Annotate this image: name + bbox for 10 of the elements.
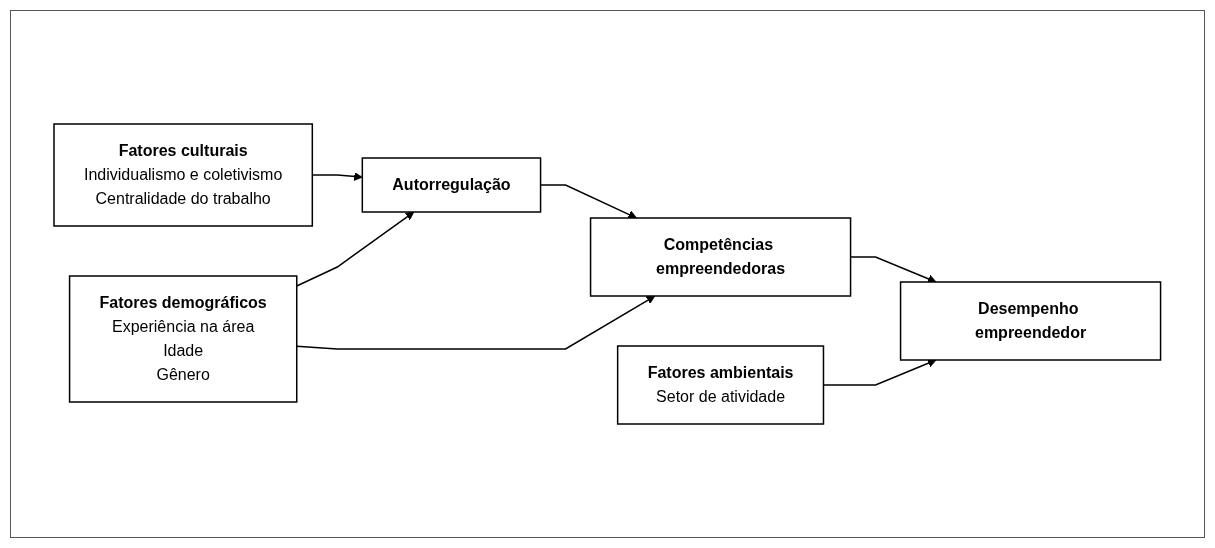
node-box: Fatores demográficos Experiência na área Idade Gênero — [69, 275, 298, 403]
node-box: Fatores culturais Individualismo e coletivismo Centralidade do trabalho — [53, 123, 314, 227]
node-box: Fatores ambientais Setor de atividade — [617, 345, 825, 425]
arrow — [296, 211, 415, 287]
arrow — [540, 184, 638, 219]
node-box: Desempenho empreendedor — [900, 281, 1162, 361]
arrow — [850, 256, 937, 284]
node-box: Competências empreendedoras — [590, 217, 852, 297]
node-box: Autorregulação — [361, 157, 542, 213]
arrow — [296, 295, 656, 350]
